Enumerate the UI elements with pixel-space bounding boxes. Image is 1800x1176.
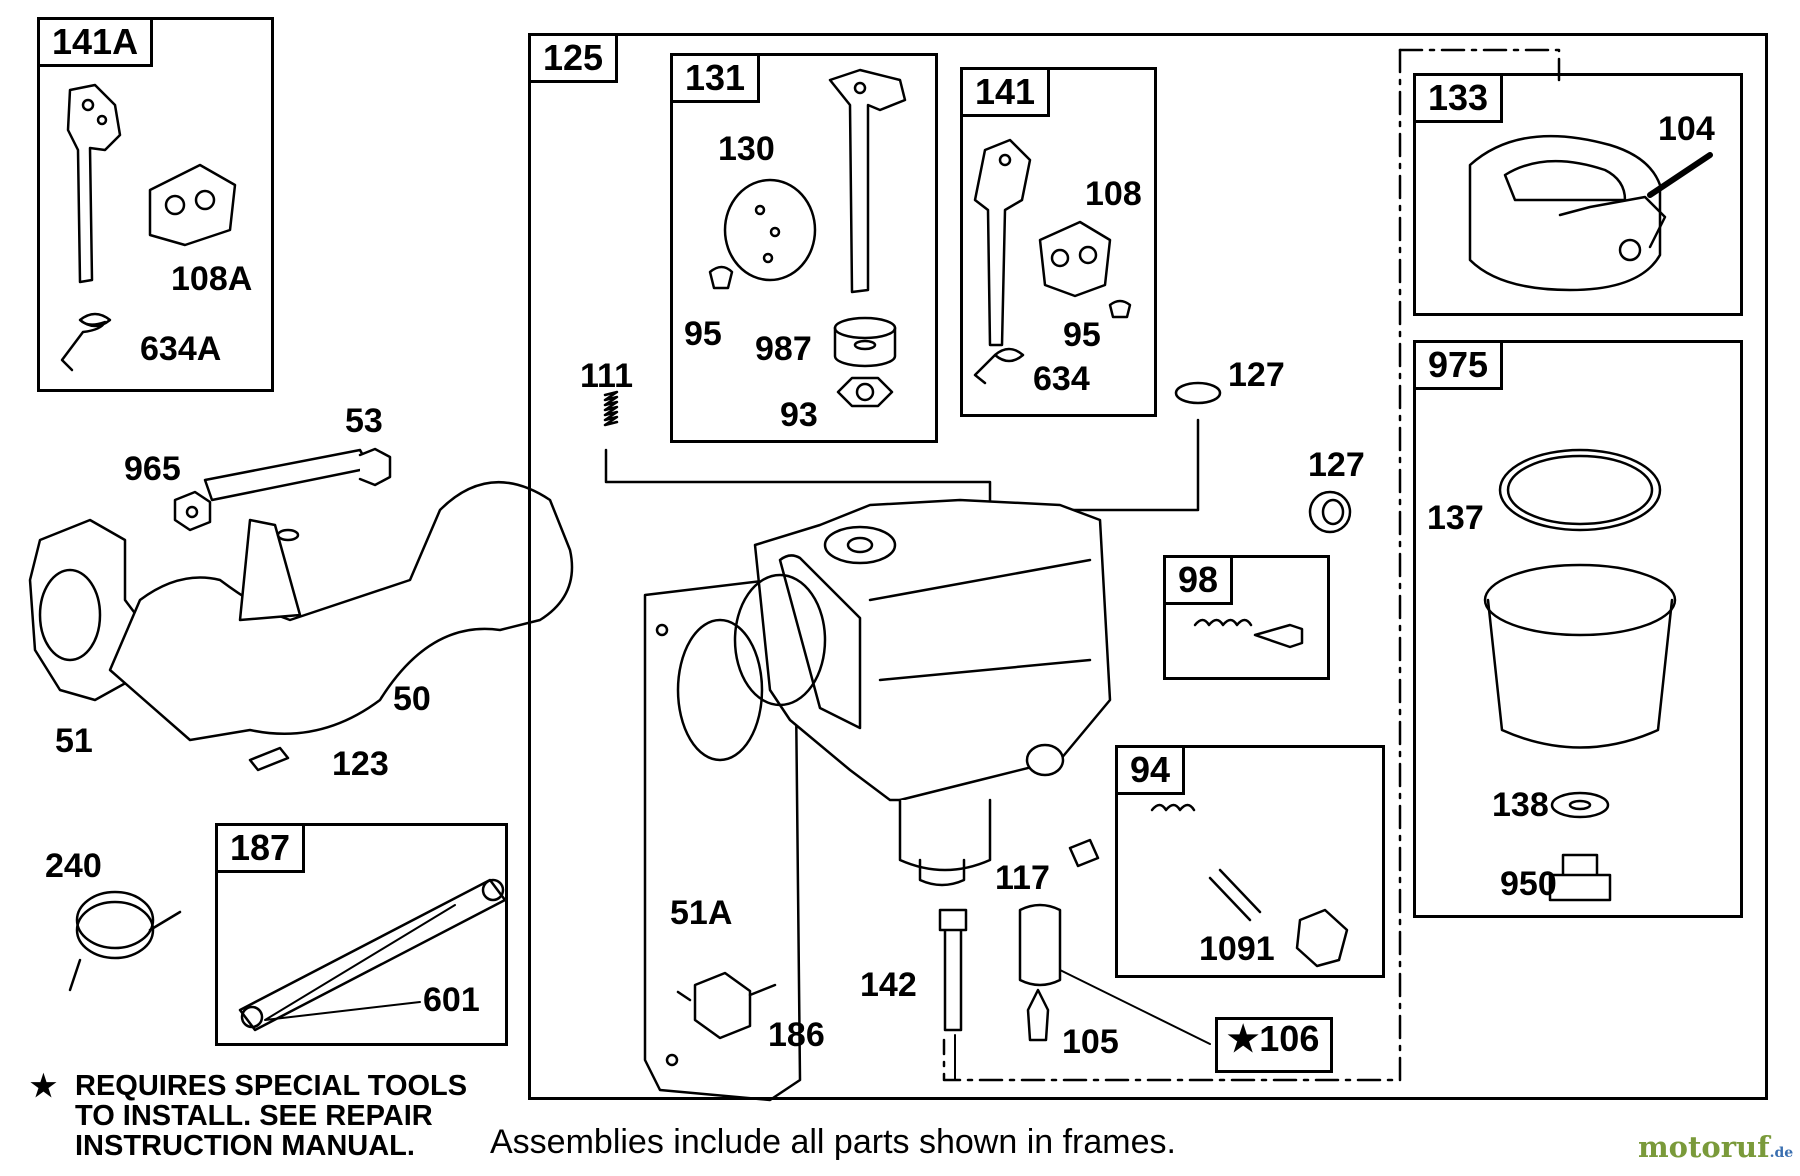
float-133 <box>1468 134 1713 292</box>
frame-125-label: 125 <box>528 33 619 83</box>
part-label-111: 111 <box>580 357 633 395</box>
part-label-123: 123 <box>332 745 389 783</box>
leader-lines <box>264 904 1211 1081</box>
frame-133-label: 133 <box>1413 73 1504 123</box>
frame-975: 975 <box>1413 340 1743 918</box>
frame-187-label: 187 <box>215 823 306 873</box>
intake-manifold <box>28 447 574 772</box>
note-line-3: INSTRUCTION MANUAL. <box>75 1130 415 1162</box>
part-label-634a: 634A <box>140 330 222 368</box>
carburetor-body <box>643 498 1112 1102</box>
frame-98: 98 <box>1163 555 1330 680</box>
watermark-suffix: .de <box>1769 1145 1794 1161</box>
bowl-975 <box>1483 448 1677 902</box>
part-label-104: 104 <box>1658 110 1715 148</box>
part-label-130: 130 <box>718 130 775 168</box>
frame-106-label: ★106 <box>1227 1018 1320 1059</box>
part-label-240: 240 <box>45 847 102 885</box>
part-label-987: 987 <box>755 330 812 368</box>
part-label-142: 142 <box>860 966 917 1004</box>
part-label-601: 601 <box>423 981 480 1019</box>
frame-106: ★106 <box>1215 1017 1333 1073</box>
frame-141a: 141A <box>37 17 274 392</box>
throttle-shaft-141 <box>973 138 1132 385</box>
note-line-1: REQUIRES SPECIAL TOOLS <box>75 1070 468 1102</box>
part-label-950: 950 <box>1500 865 1557 903</box>
part-label-117: 117 <box>995 859 1050 897</box>
adjust-screws <box>1150 618 1349 968</box>
part-label-127: 127 <box>1308 446 1365 484</box>
frame-98-label: 98 <box>1163 555 1234 605</box>
assemblies-footer: Assemblies include all parts shown in fr… <box>490 1123 1176 1161</box>
frame-141: 141 <box>960 67 1157 417</box>
frame-133: 133 <box>1413 73 1743 316</box>
part-label-108: 108 <box>1085 175 1142 213</box>
part-label-137: 137 <box>1427 499 1484 537</box>
part-label-93: 93 <box>780 396 818 434</box>
watermark-main: motoruf <box>1638 1130 1770 1164</box>
watermark-logo: motoruf.de <box>1638 1130 1793 1164</box>
frame-187: 187 <box>215 823 508 1046</box>
part-label-127-top: 127 <box>1228 356 1285 394</box>
frame-94: 94 <box>1115 745 1385 978</box>
frame-125: 125 <box>528 33 1768 1100</box>
part-label-634: 634 <box>1033 360 1090 398</box>
note-line-2: TO INSTALL. SEE REPAIR <box>75 1100 433 1132</box>
choke-shaft-131 <box>708 68 907 408</box>
part-label-965: 965 <box>124 450 181 488</box>
frame-131: 131 <box>670 53 938 443</box>
part-label-108a: 108A <box>171 260 253 298</box>
frame-141-label: 141 <box>960 67 1051 117</box>
part-label-105: 105 <box>1062 1023 1119 1061</box>
part-label-95-choke: 95 <box>684 315 722 353</box>
star-icon: ★ <box>30 1070 57 1103</box>
throttle-shaft-141a <box>60 83 237 372</box>
kit-bracket-line <box>942 48 1561 1082</box>
part-label-138: 138 <box>1492 786 1549 824</box>
part-label-95-throttle: 95 <box>1063 316 1101 354</box>
part-label-51a: 51A <box>670 894 733 932</box>
frame-131-label: 131 <box>670 53 761 103</box>
frame-94-label: 94 <box>1115 745 1186 795</box>
frame-141a-label: 141A <box>37 17 154 67</box>
frame-975-label: 975 <box>1413 340 1504 390</box>
part-label-53: 53 <box>345 402 383 440</box>
part-label-51: 51 <box>55 722 93 760</box>
part-label-186: 186 <box>768 1016 825 1054</box>
part-label-50: 50 <box>393 680 431 718</box>
part-label-1091: 1091 <box>1199 930 1275 968</box>
